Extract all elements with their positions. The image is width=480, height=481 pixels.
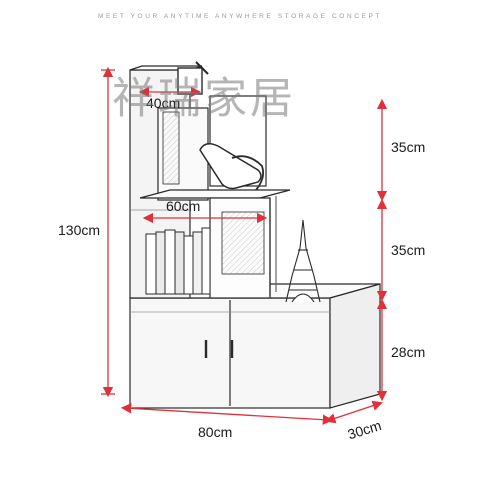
tagline: MEET YOUR ANYTIME ANYWHERE STORAGE CONCE… [97, 13, 382, 20]
upper-shelf [157, 61, 267, 201]
total-height-label: 130cm [58, 222, 101, 238]
height-top-label: 35cm [391, 139, 426, 155]
depth-base-line [325, 400, 383, 424]
watermark: 祥瑞家居 [112, 74, 296, 124]
cabinet-side [329, 283, 381, 409]
width-base-line [120, 403, 334, 425]
height-cabinet-label: 28cm [391, 344, 426, 360]
dimension-lines [101, 66, 388, 425]
height-middle-label: 35cm [391, 242, 426, 258]
depth-top-label: 40cm [146, 95, 181, 111]
books [145, 227, 211, 295]
wine-bottle [199, 143, 262, 190]
base-cabinet [129, 283, 381, 409]
width-base-label: 80cm [198, 424, 233, 440]
eiffel-tower-ornament [285, 219, 321, 303]
width-middle-label: 60cm [166, 198, 201, 214]
